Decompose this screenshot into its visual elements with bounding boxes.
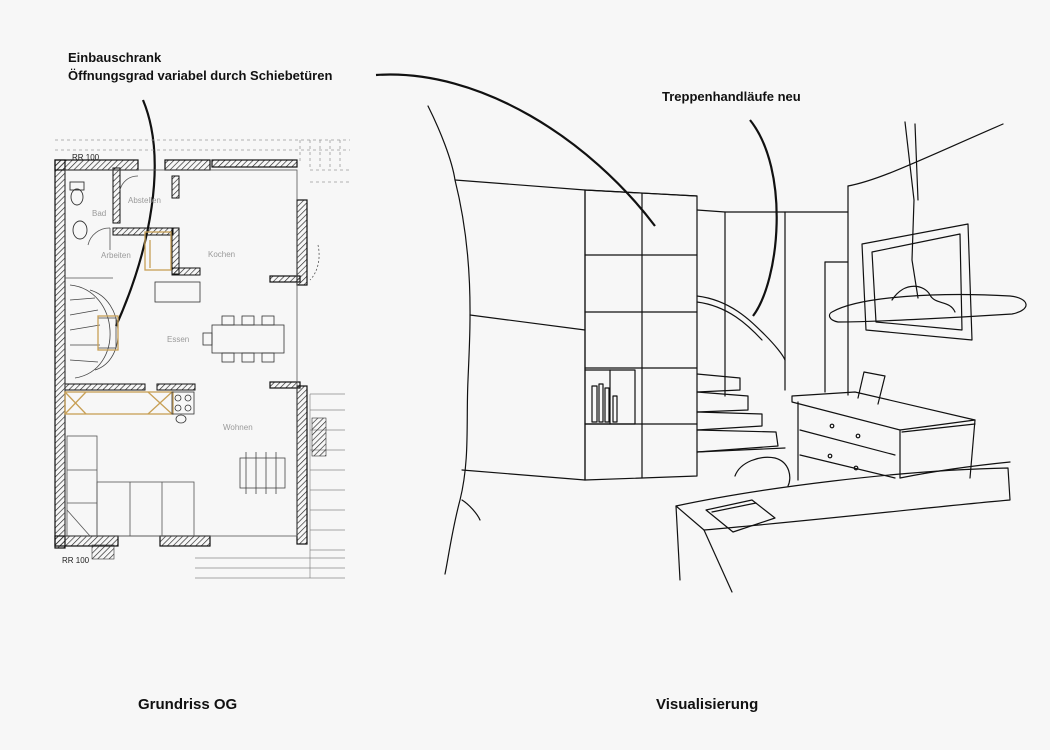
picture-frame [861, 223, 973, 341]
handrail-leader [749, 119, 778, 317]
left-wall [427, 105, 471, 575]
wardrobe-leader-plan [114, 99, 156, 327]
room-label-kochen: Kochen [208, 250, 235, 259]
wardrobe-title: Einbauschrank [68, 50, 162, 65]
bath-fixtures [69, 181, 88, 240]
desk [675, 467, 1011, 593]
roof-outline [55, 139, 350, 183]
entry-mat [91, 544, 115, 560]
wall-seam [469, 314, 586, 331]
room-label-arbeiten: Arbeiten [101, 251, 131, 260]
caption-visual: Visualisierung [656, 696, 759, 713]
sofa [66, 435, 195, 537]
room-label-abstellen: Abstellen [128, 196, 161, 205]
room-label-essen: Essen [167, 335, 189, 344]
pendant-lamp [828, 121, 1027, 323]
handrail-annotation: Treppenhandläufe neu [662, 89, 801, 104]
dresser [791, 371, 976, 481]
chair [734, 456, 791, 487]
wardrobe-note: Öffnungsgrad variabel durch Schiebetüren [68, 68, 333, 83]
wardrobe-annotation: Einbauschrank Öffnungsgrad variabel durc… [68, 49, 332, 85]
room-label-bad: Bad [92, 209, 106, 218]
room-label-wohnen: Wohnen [223, 423, 253, 432]
wardrobe-plan [64, 231, 174, 415]
wardrobe-visual [584, 189, 698, 481]
level-label-top: RR 100 [72, 153, 100, 162]
level-label-bottom: RR 100 [62, 556, 90, 565]
coffee-table [239, 452, 286, 494]
stairs [696, 373, 786, 453]
notebook [705, 499, 776, 533]
wardrobe-leader-visual [375, 73, 656, 227]
inner-walls [64, 167, 201, 391]
window-radiator [311, 417, 327, 457]
handrail [696, 295, 786, 361]
caption-plan: Grundriss OG [138, 696, 238, 713]
kitchen [154, 281, 201, 424]
dining-table [202, 315, 285, 363]
